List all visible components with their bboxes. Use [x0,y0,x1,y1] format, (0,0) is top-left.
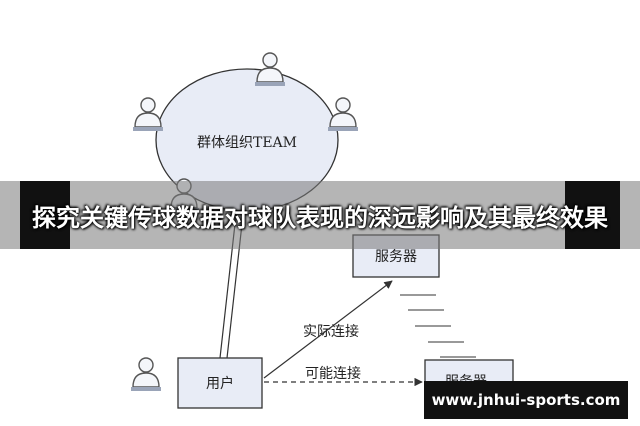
site-watermark: www.jnhui-sports.com [424,381,628,419]
person-icon [132,97,164,132]
server-top-label: 服务器 [375,249,417,265]
team-label: 群体组织TEAM [197,135,297,151]
user-label: 用户 [206,375,234,392]
title-band [0,181,640,249]
possible-connection-label: 可能连接 [305,365,361,382]
user-box [177,357,263,409]
person-icon [130,357,162,392]
title-band-left-block [20,181,70,249]
title-band-right-block [565,181,620,249]
actual-connection-label: 实际连接 [303,323,359,340]
page-title: 探究关键传球数据对球队表现的深远影响及其最终效果 [32,203,608,232]
actual-connection-arrow [263,280,393,379]
